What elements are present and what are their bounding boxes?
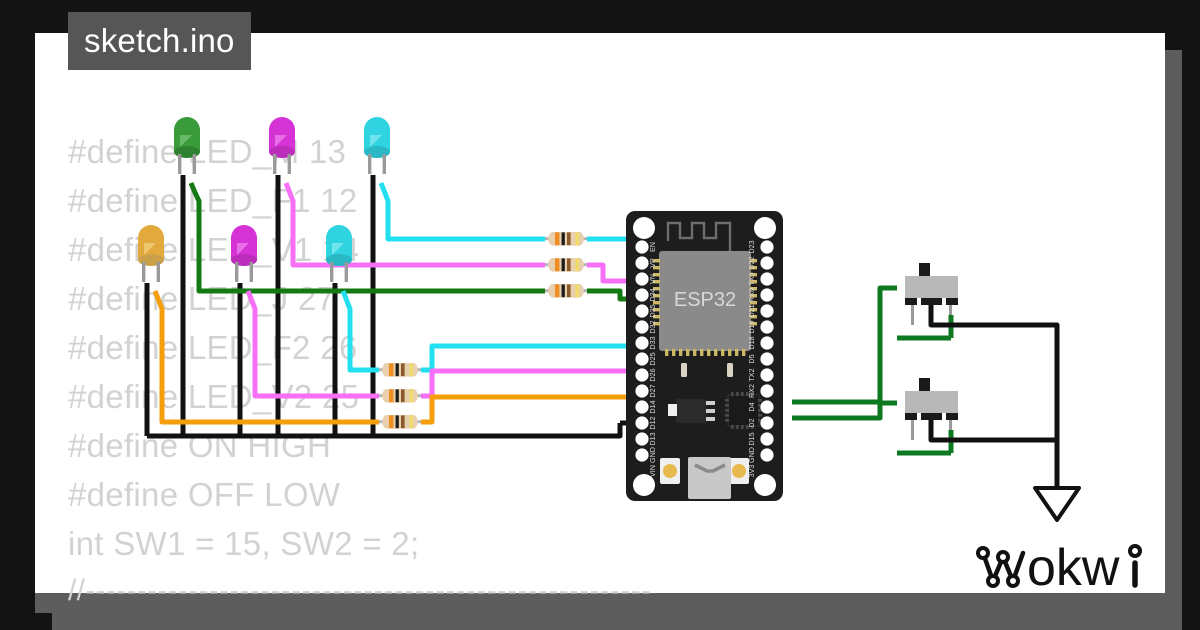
- board-pins-left[interactable]: [635, 240, 649, 462]
- svg-text:D22: D22: [747, 256, 756, 269]
- svg-text:D14: D14: [648, 400, 657, 413]
- led-cyan-upper[interactable]: [364, 117, 390, 174]
- file-tab-sketch-ino[interactable]: sketch.ino: [68, 12, 251, 70]
- wokwi-logo: okw: [976, 539, 1142, 597]
- svg-text:D25: D25: [648, 352, 657, 365]
- panel-bottom-bar: [35, 593, 1165, 613]
- wokwi-wordmark: okw: [1027, 539, 1120, 597]
- board-button-en[interactable]: [660, 458, 680, 484]
- components-layer: ESP32: [138, 117, 1142, 597]
- svg-text:EN: EN: [648, 242, 657, 252]
- resistor[interactable]: [379, 363, 421, 377]
- board-pins-right[interactable]: [760, 240, 774, 462]
- svg-text:D33: D33: [648, 336, 657, 349]
- svg-text:VN: VN: [648, 274, 657, 284]
- resistor[interactable]: [545, 232, 587, 246]
- svg-text:D15: D15: [747, 432, 756, 445]
- led-magenta-upper[interactable]: [269, 117, 295, 174]
- svg-text:VP: VP: [648, 258, 657, 268]
- svg-text:D32: D32: [648, 320, 657, 333]
- board-button-boot[interactable]: [729, 458, 749, 484]
- svg-text:D2: D2: [747, 418, 756, 427]
- svg-text:D13: D13: [648, 432, 657, 445]
- svg-text:TX2: TX2: [747, 368, 756, 381]
- usb-connector: [688, 457, 731, 499]
- svg-text:GND: GND: [648, 447, 657, 463]
- led-magenta-lower[interactable]: [231, 225, 257, 282]
- resistor[interactable]: [379, 389, 421, 403]
- board-pin-labels-left: EN VP VN D34 D35 D32 D33 D25 D26 D27 D14…: [648, 242, 657, 477]
- svg-text:D18: D18: [747, 336, 756, 349]
- wiring-layer: [144, 175, 897, 439]
- svg-text:D19: D19: [747, 320, 756, 333]
- led-cyan-lower[interactable]: [326, 225, 352, 282]
- svg-text:VIN: VIN: [648, 465, 657, 477]
- svg-text:D12: D12: [648, 416, 657, 429]
- svg-text:D27: D27: [648, 384, 657, 397]
- svg-text:TX0: TX0: [747, 272, 756, 285]
- led-green[interactable]: [174, 117, 200, 174]
- resistor[interactable]: [545, 258, 587, 272]
- svg-text:GND: GND: [747, 447, 756, 463]
- svg-text:D26: D26: [648, 368, 657, 381]
- board-silk-label: ESP32: [674, 289, 736, 311]
- svg-text:D23: D23: [747, 240, 756, 253]
- svg-text:D35: D35: [648, 304, 657, 317]
- resistor[interactable]: [379, 415, 421, 429]
- svg-text:D34: D34: [648, 288, 657, 301]
- led-yellow[interactable]: [138, 225, 164, 282]
- svg-text:D21: D21: [747, 304, 756, 317]
- diagram-panel: #define LED_M 13 #define LED_F1 12 #defi…: [35, 33, 1165, 613]
- svg-text:RX0: RX0: [747, 288, 756, 302]
- resistor[interactable]: [545, 284, 587, 298]
- ground-symbol: [1033, 486, 1081, 522]
- svg-text:D5: D5: [747, 354, 756, 363]
- svg-text:D4: D4: [747, 402, 756, 411]
- svg-text:RX2: RX2: [747, 384, 756, 398]
- esp32-board[interactable]: ESP32: [626, 211, 783, 501]
- svg-text:3V3: 3V3: [747, 465, 756, 478]
- board-pin-labels-right: D23 D22 TX0 RX0 D21 D19 D18 D5 TX2 RX2 D…: [747, 240, 756, 477]
